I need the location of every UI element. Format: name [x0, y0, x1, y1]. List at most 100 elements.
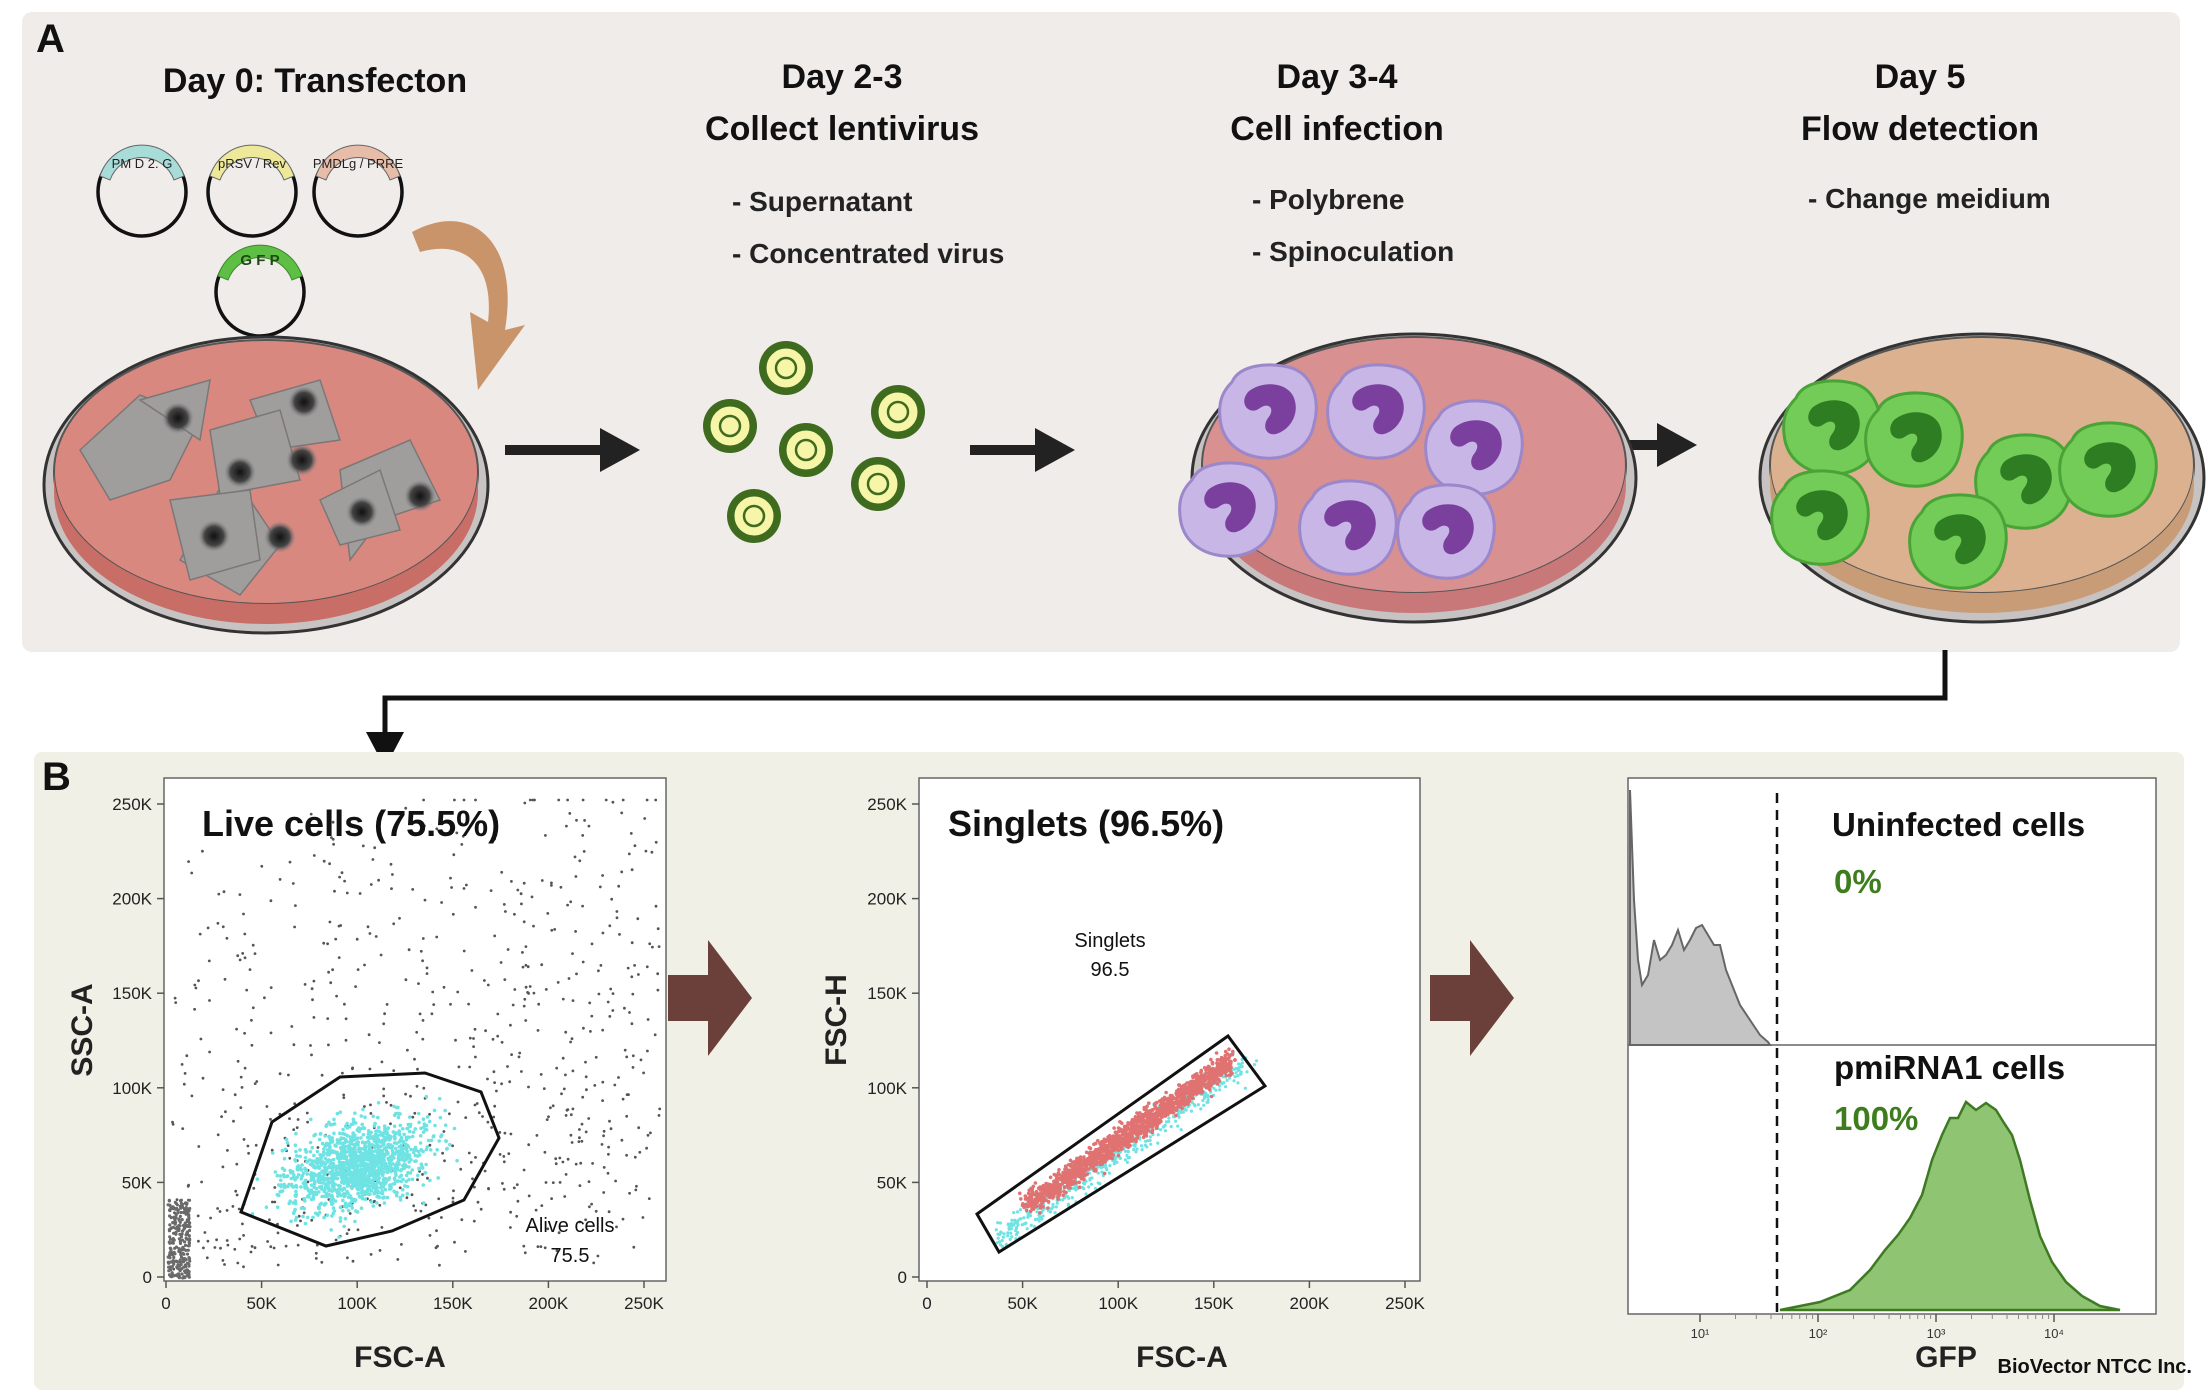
event-dot [1044, 1191, 1048, 1195]
pmirna1-percent: 100% [1834, 1100, 1918, 1137]
event-dot [1213, 1080, 1217, 1084]
event-dot [332, 1185, 336, 1189]
event-dot [335, 1170, 339, 1175]
event-dot [518, 1051, 522, 1055]
event-dot [347, 1150, 352, 1154]
event-dot [317, 1206, 321, 1211]
event-dot [1027, 1197, 1031, 1202]
event-dot [172, 1206, 176, 1210]
event-dot [322, 859, 326, 863]
event-dot [291, 1185, 296, 1189]
event-dot [516, 888, 520, 892]
plot2-y-axis-label: FSC-H [820, 974, 853, 1066]
event-dot [375, 1169, 380, 1174]
event-dot [407, 1135, 412, 1140]
event-dot [621, 1097, 625, 1101]
event-dot [221, 1259, 225, 1262]
event-dot [1182, 1096, 1186, 1100]
event-dot [567, 977, 571, 980]
event-dot [197, 1239, 200, 1243]
event-dot [597, 969, 600, 973]
event-dot [631, 992, 635, 996]
event-dot [448, 1112, 451, 1116]
event-dot [336, 1187, 341, 1192]
event-dot [253, 952, 257, 955]
event-dot [524, 945, 528, 948]
event-dot [1175, 1089, 1179, 1093]
event-dot [416, 1154, 420, 1158]
event-dot [338, 1205, 343, 1210]
event-dot [1231, 1049, 1235, 1054]
event-dot [385, 1195, 390, 1200]
event-dot [358, 1195, 362, 1199]
event-dot [185, 1224, 189, 1228]
event-dot [455, 831, 459, 835]
event-dot [1183, 1083, 1187, 1087]
event-dot [323, 1134, 327, 1138]
event-dot [295, 1154, 299, 1158]
event-dot [276, 1231, 280, 1235]
event-dot [329, 1162, 333, 1166]
event-dot [255, 1080, 259, 1083]
event-dot [317, 1160, 321, 1165]
event-dot [399, 1151, 404, 1155]
event-dot [562, 1087, 566, 1091]
event-dot [325, 1194, 330, 1199]
event-dot [404, 1092, 407, 1096]
event-dot [303, 1166, 307, 1171]
event-dot [492, 1070, 496, 1074]
event-dot [280, 1166, 285, 1171]
event-dot [1143, 1143, 1147, 1147]
event-dot [1112, 1126, 1116, 1130]
event-dot [513, 912, 516, 916]
event-dot [347, 1163, 352, 1168]
event-dot [330, 1149, 335, 1154]
uninfected-percent: 0% [1834, 863, 1882, 900]
event-dot [252, 1186, 256, 1190]
event-dot [179, 1210, 183, 1215]
event-dot [172, 1231, 176, 1235]
panel-a-background [22, 12, 2180, 652]
event-dot [1038, 1204, 1043, 1209]
step-2-bullet-1: - Supernatant [732, 186, 912, 217]
event-dot [406, 1170, 410, 1175]
event-dot [308, 1149, 313, 1154]
event-dot [354, 1209, 358, 1213]
event-dot [233, 1247, 237, 1251]
event-dot [474, 905, 477, 909]
event-dot [449, 876, 452, 880]
event-dot [1187, 1092, 1191, 1096]
event-dot [222, 890, 226, 894]
y-tick-label: 150K [112, 984, 152, 1003]
event-dot [396, 1159, 401, 1163]
event-dot [1160, 1101, 1164, 1106]
event-dot [369, 1253, 373, 1256]
event-dot [181, 1276, 185, 1280]
event-dot [1104, 1166, 1108, 1170]
event-dot [625, 1093, 629, 1096]
event-dot [1023, 1203, 1027, 1208]
event-dot [442, 985, 446, 989]
event-dot [1067, 1196, 1071, 1200]
event-dot [332, 1122, 337, 1126]
event-dot [367, 1149, 372, 1154]
event-dot [292, 1043, 296, 1047]
event-dot [590, 942, 594, 946]
event-dot [633, 1155, 637, 1159]
event-dot [177, 1218, 181, 1222]
event-dot [294, 904, 297, 907]
event-dot [1125, 1141, 1129, 1146]
event-dot [581, 798, 585, 802]
event-dot [177, 1224, 181, 1228]
event-dot [511, 1003, 515, 1007]
event-dot [601, 874, 604, 877]
event-dot [425, 972, 429, 975]
event-dot [1031, 1202, 1036, 1207]
event-dot [1018, 1191, 1022, 1196]
event-dot [399, 1143, 403, 1148]
event-dot [343, 1180, 347, 1185]
event-dot [348, 1212, 352, 1215]
event-dot [312, 854, 316, 857]
event-dot [285, 1174, 290, 1178]
event-dot [172, 1255, 176, 1259]
